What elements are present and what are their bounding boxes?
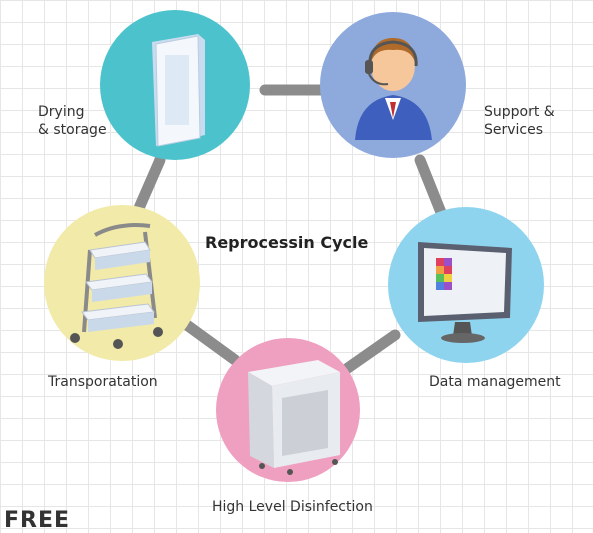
label-support-line2: Services — [484, 122, 544, 138]
monitor-icon — [418, 242, 512, 343]
label-drying-line1: Drying — [38, 104, 85, 120]
footer-text: FREE — [4, 508, 71, 533]
transport-cart-icon — [70, 223, 163, 349]
label-transportation: Transporatation — [48, 374, 158, 390]
node-data-management — [388, 207, 544, 363]
node-high-level-disinfection — [216, 338, 360, 482]
node-support-services — [320, 12, 466, 158]
connector-data-disinfection — [339, 329, 401, 376]
label-high-level-disinfection: High Level Disinfection — [212, 499, 373, 515]
support-agent-icon — [355, 38, 432, 140]
label-drying-storage: Drying & storage — [38, 103, 107, 139]
label-drying-line2: & storage — [38, 122, 107, 138]
label-support-line1: Support & — [484, 104, 555, 120]
disinfector-machine-icon — [248, 360, 340, 475]
label-support-services: Support & Services — [484, 103, 555, 139]
reprocessing-cycle-diagram — [44, 10, 544, 482]
node-drying-storage — [100, 10, 250, 160]
connector-drying-transport — [130, 154, 166, 221]
storage-cabinet-icon — [152, 34, 205, 147]
connector-transport-disinfection — [174, 314, 241, 366]
node-transportation — [44, 205, 200, 361]
diagram-title: Reprocessin Cycle — [205, 233, 369, 252]
label-data-management: Data management — [429, 374, 561, 390]
